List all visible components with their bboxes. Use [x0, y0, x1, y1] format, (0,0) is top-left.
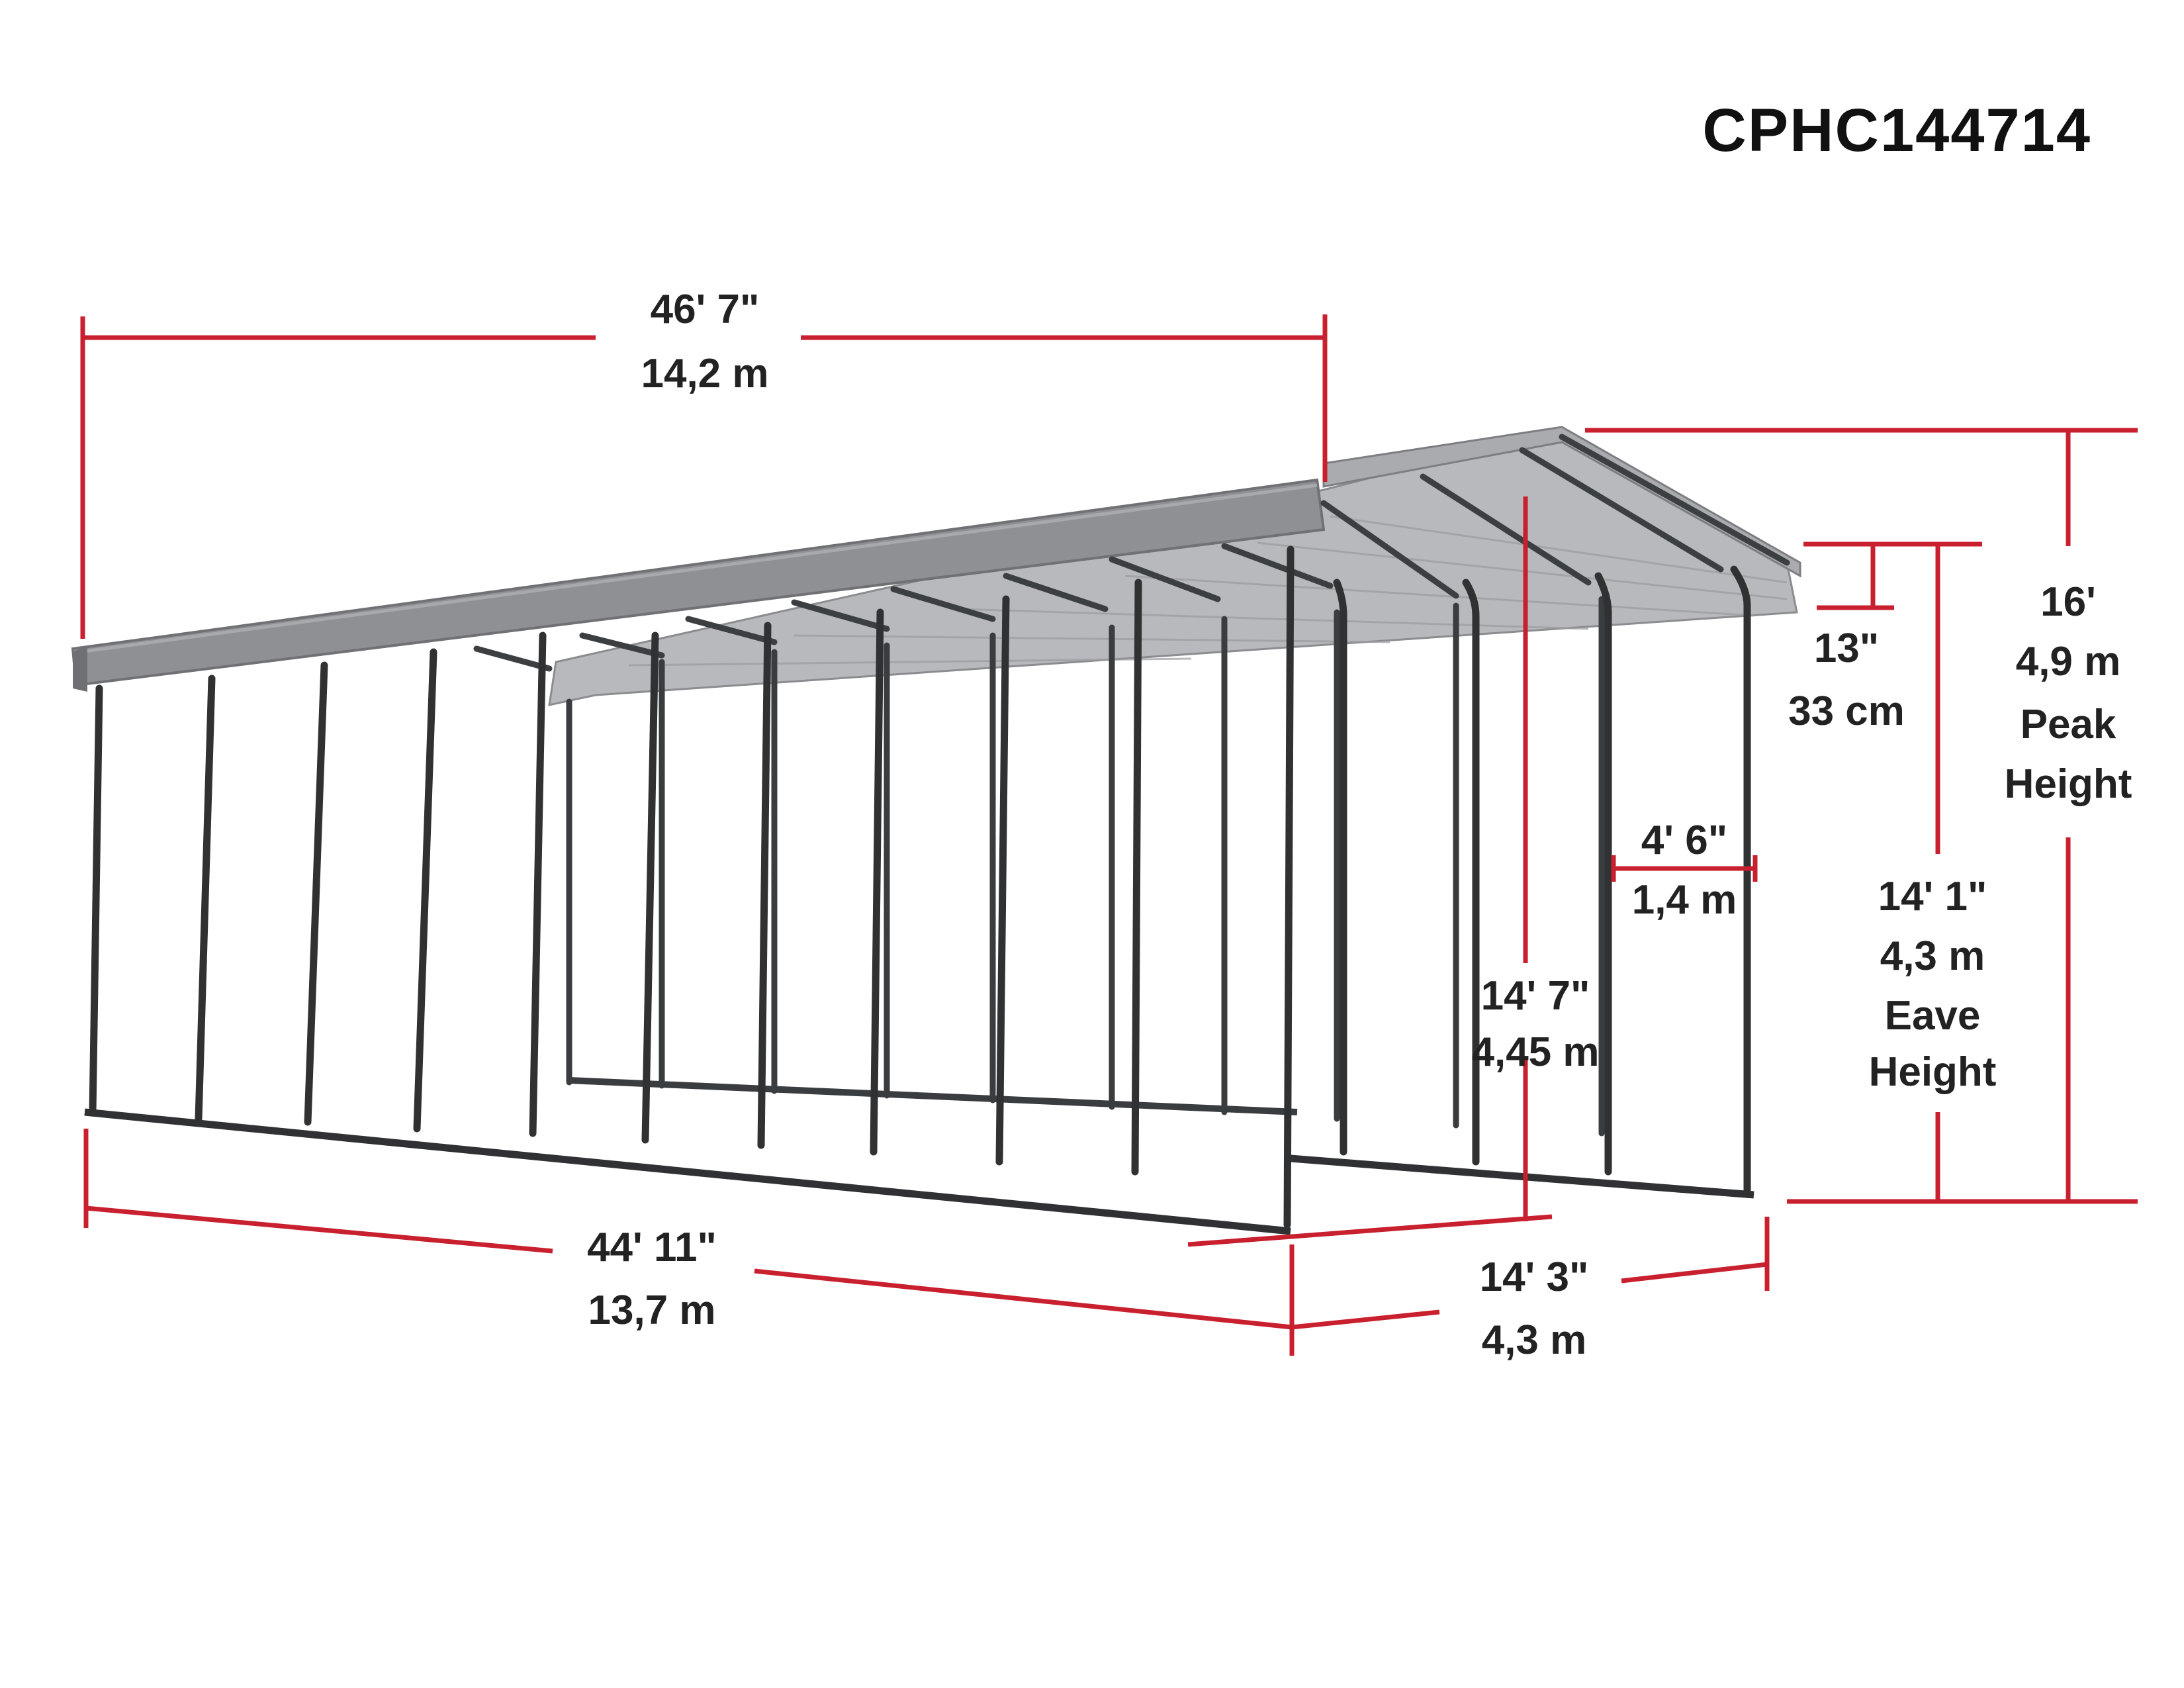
back-posts	[566, 596, 1605, 1137]
roof-far-panel	[1322, 426, 1801, 578]
overhang-imperial: 13"	[1814, 626, 1879, 671]
inner-width-imperial: 4' 6"	[1641, 818, 1727, 863]
peak-height-imperial: 16'	[2040, 579, 2096, 625]
roof-length-imperial: 46' 7"	[651, 287, 760, 332]
inner-height-metric: 4,45 m	[1471, 1029, 1599, 1075]
eave-height-metric: 4,3 m	[1880, 933, 1985, 979]
roof-front-edge	[73, 645, 87, 692]
front-posts	[89, 545, 1295, 1229]
back-base-rail	[569, 1077, 1298, 1115]
overhang-metric: 33 cm	[1788, 688, 1905, 734]
eave-height-label-2: Height	[1869, 1049, 1997, 1095]
inner-width-metric: 1,4 m	[1632, 877, 1737, 923]
model-number: CPHC144714	[1702, 97, 2091, 164]
front-base-rail	[84, 1108, 1291, 1235]
end-base-rail	[1290, 1154, 1754, 1199]
roof-rafters	[473, 434, 1790, 672]
base-length-metric: 13,7 m	[588, 1288, 715, 1333]
inner-height-imperial: 14' 7"	[1481, 973, 1590, 1019]
peak-height-metric: 4,9 m	[2016, 639, 2121, 684]
end-frame-posts	[1333, 565, 1751, 1196]
roof-length-metric: 14,2 m	[641, 351, 768, 397]
peak-height-label-2: Height	[2005, 761, 2132, 807]
dimension-lines	[80, 314, 2138, 1356]
dimension-labels: 46' 7" 14,2 m 44' 11" 13,7 m 14' 3" 4,3 …	[587, 287, 2132, 1363]
peak-height-label-1: Peak	[2021, 702, 2116, 747]
eave-height-label-1: Eave	[1885, 993, 1981, 1039]
base-width-metric: 4,3 m	[1482, 1317, 1587, 1363]
eave-height-imperial: 14' 1"	[1878, 874, 1987, 919]
carport-structure	[71, 426, 1801, 1235]
roof-ridge-highlight	[79, 483, 1318, 654]
roof-panel-stripes	[628, 515, 1788, 667]
base-length-imperial: 44' 11"	[587, 1225, 717, 1270]
base-width-imperial: 14' 3"	[1480, 1254, 1589, 1300]
